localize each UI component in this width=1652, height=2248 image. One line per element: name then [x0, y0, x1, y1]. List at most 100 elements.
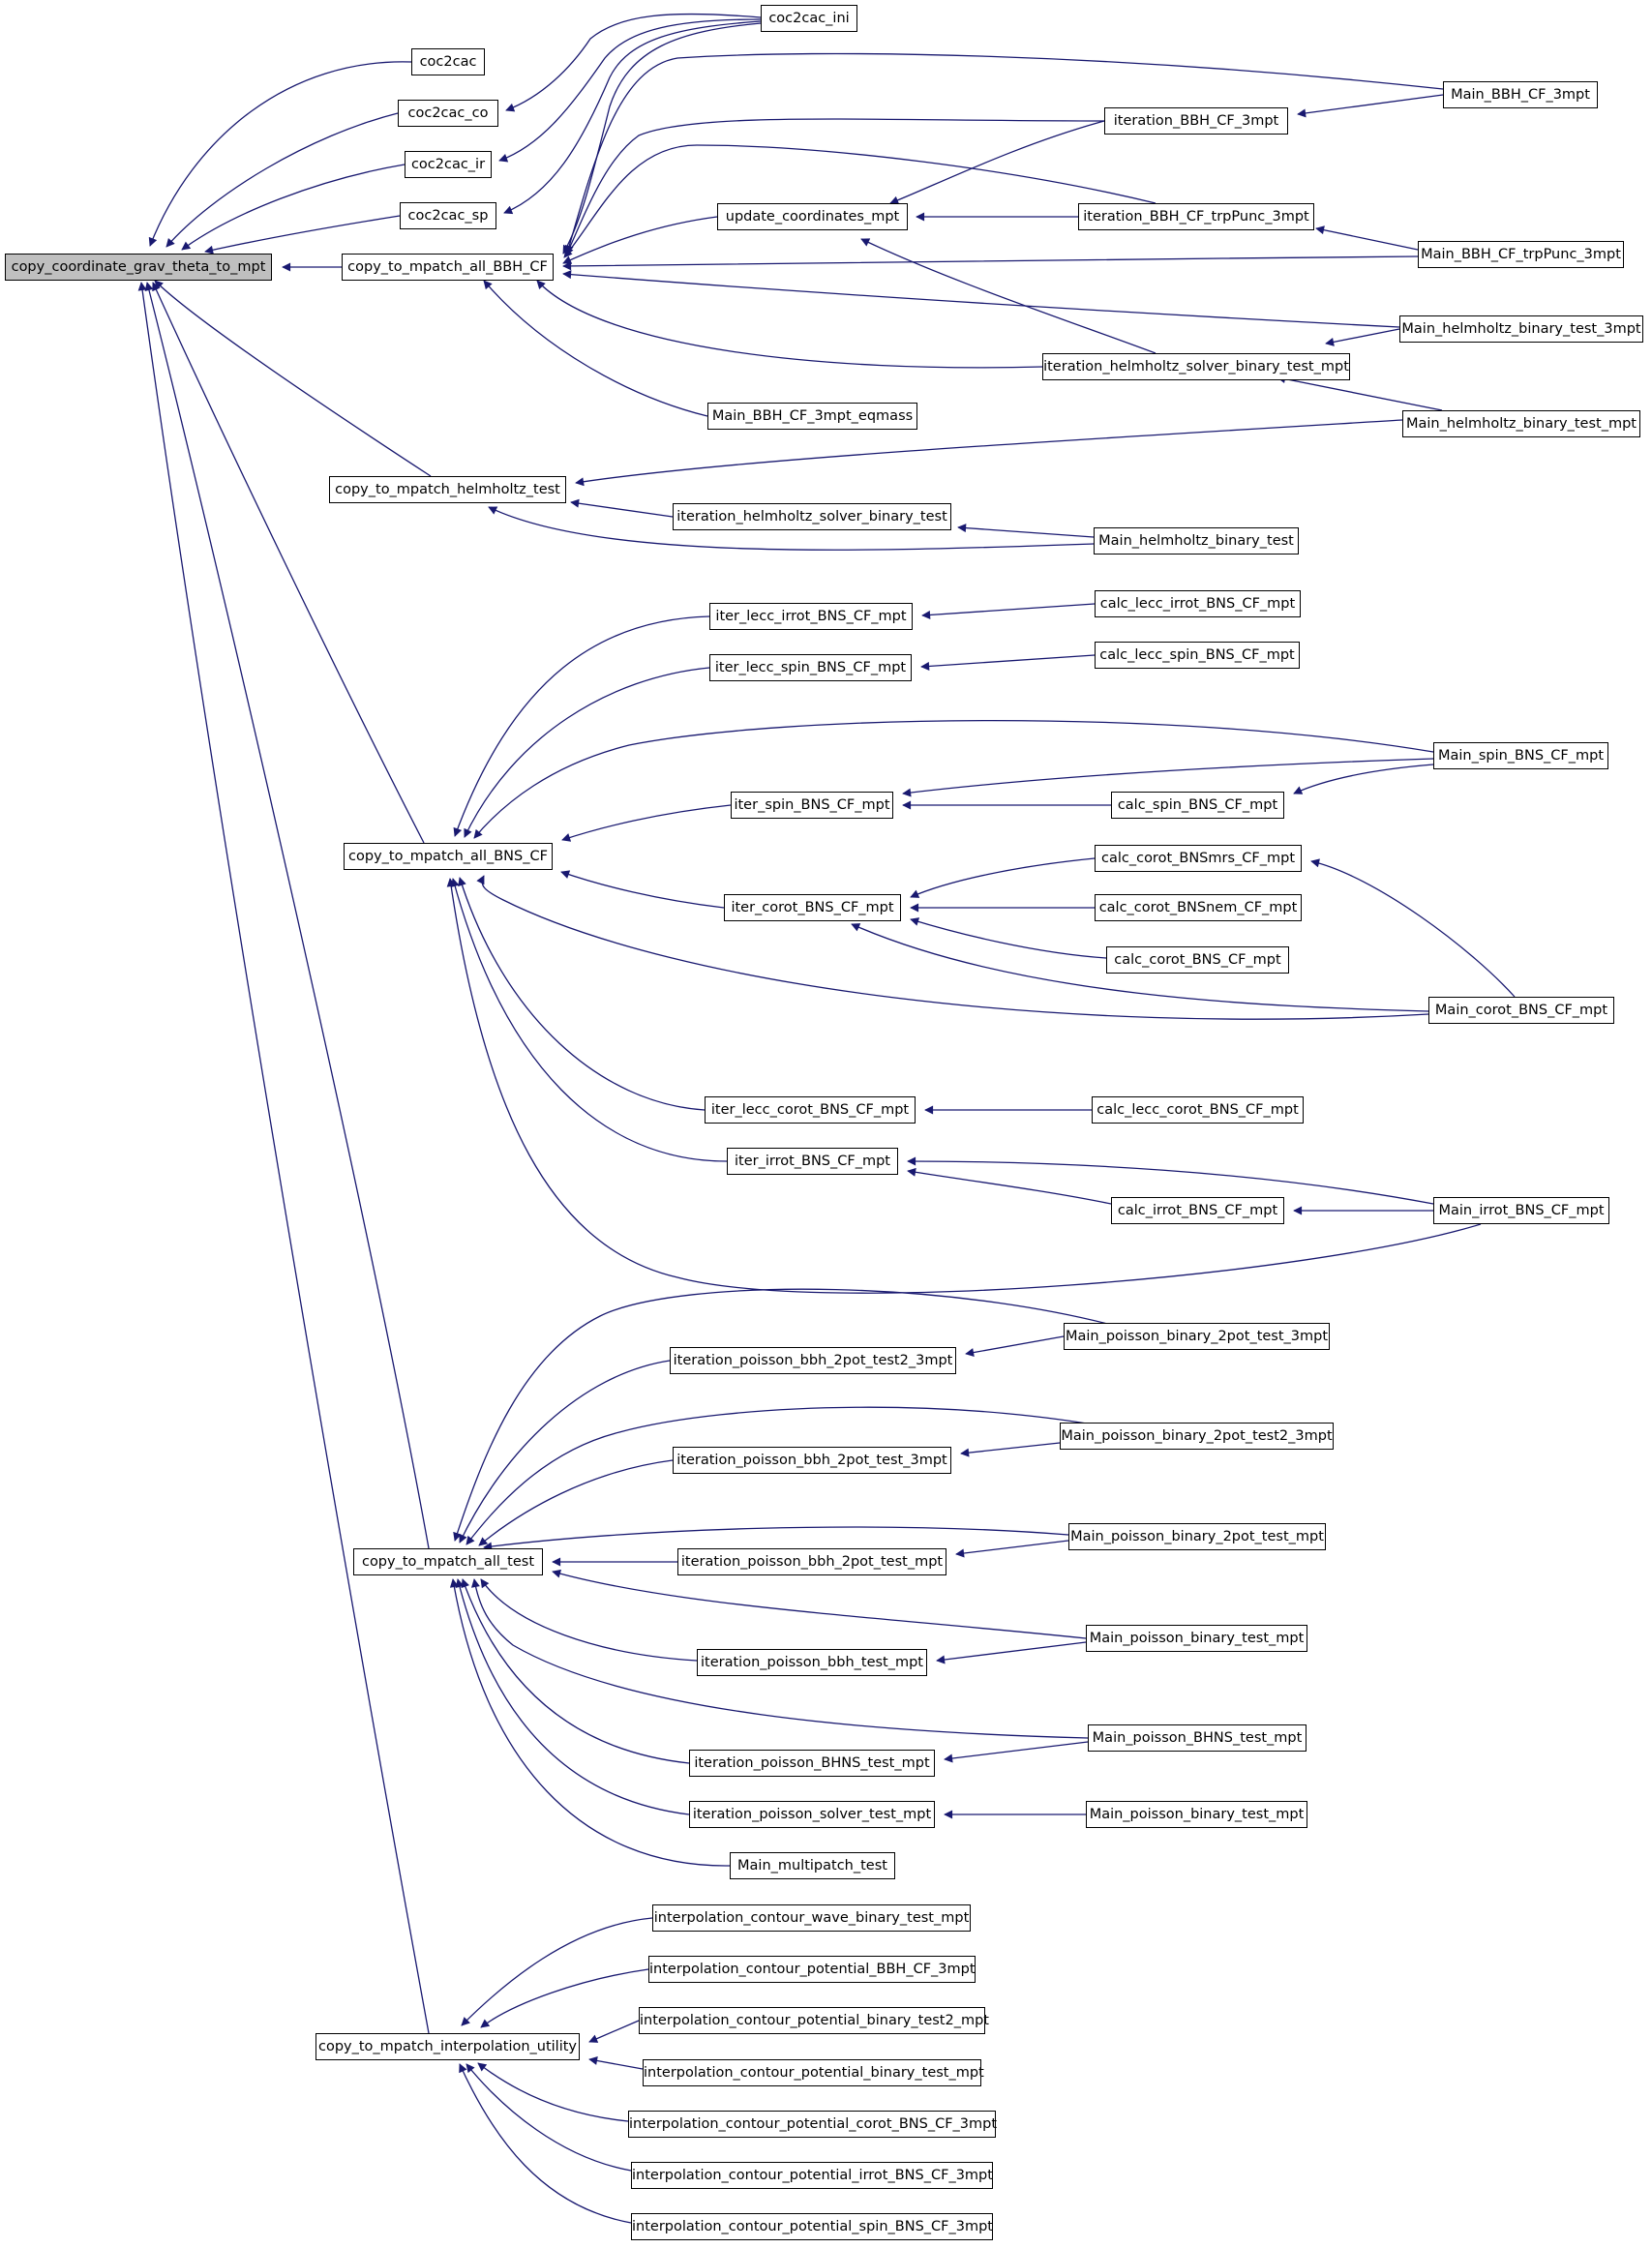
edge-maintrp-bbh	[562, 255, 1419, 271]
node-coc2cac-ini[interactable]: coc2cac_ini	[761, 5, 857, 32]
edge-mainpbhns-iterpbhns	[944, 1741, 1089, 1763]
node-interpolation-contour-wave-binary-test-mpt[interactable]: interpolation_contour_wave_binary_test_m…	[652, 1904, 971, 1932]
node-iteration-helmholtz-solver-binary-test[interactable]: iteration_helmholtz_solver_binary_test	[673, 503, 951, 530]
node-copy-to-mpatch-helmholtz-test[interactable]: copy_to_mpatch_helmholtz_test	[329, 476, 566, 503]
node-iteration-bbh-cf-3mpt[interactable]: iteration_BBH_CF_3mpt	[1104, 107, 1288, 135]
node-calc-corot-bnsmrs-cf-mpt[interactable]: calc_corot_BNSmrs_CF_mpt	[1095, 845, 1302, 872]
node-main-poisson-bhns-test-mpt[interactable]: Main_poisson_BHNS_test_mpt	[1088, 1724, 1307, 1752]
node-interpolation-contour-potential-binary-test-mpt[interactable]: interpolation_contour_potential_binary_t…	[643, 2059, 984, 2086]
edge-calcirrot-iterirrot	[907, 1167, 1112, 1205]
node-copy-to-mpatch-all-bbh-cf[interactable]: copy_to_mpatch_all_BBH_CF	[342, 254, 554, 281]
edge-coc2cac-sp-root	[204, 215, 401, 255]
edge-alltest-root	[144, 282, 430, 1549]
edge-icbin2-interputil	[588, 2020, 640, 2043]
node-interpolation-contour-potential-irrot-bns-cf-3mpt[interactable]: interpolation_contour_potential_irrot_BN…	[631, 2162, 993, 2189]
node-iteration-poisson-solver-test-mpt[interactable]: iteration_poisson_solver_test_mpt	[689, 1801, 935, 1828]
node-root[interactable]: copy_coordinate_grav_theta_to_mpt	[5, 254, 272, 281]
node-calc-irrot-bns-cf-mpt[interactable]: calc_irrot_BNS_CF_mpt	[1111, 1197, 1284, 1224]
edge-coc2cac-ini-co	[505, 13, 762, 112]
node-main-multipatch-test[interactable]: Main_multipatch_test	[730, 1852, 895, 1879]
edge-mainpbin-iterpbbh	[936, 1641, 1087, 1664]
edge-iter3mpt-update	[889, 120, 1105, 205]
node-interpolation-contour-potential-binary-test2-mpt[interactable]: interpolation_contour_potential_binary_t…	[639, 2007, 989, 2034]
edge-iter3mpt-bbh	[565, 118, 1105, 256]
edge-mainirrot-bnscf	[446, 878, 1482, 1294]
node-main-poisson-binary-2pot-test-mpt[interactable]: Main_poisson_binary_2pot_test_mpt	[1068, 1523, 1326, 1550]
edge-iccorot-interputil	[477, 2062, 629, 2122]
node-calc-spin-bns-cf-mpt[interactable]: calc_spin_BNS_CF_mpt	[1111, 792, 1284, 819]
node-main-bbh-cf-trppunc-3mpt[interactable]: Main_BBH_CF_trpPunc_3mpt	[1418, 241, 1624, 268]
edge-helmtest-root	[154, 280, 432, 477]
node-update-coordinates-mpt[interactable]: update_coordinates_mpt	[717, 203, 908, 230]
node-interpolation-contour-potential-corot-bns-cf-3mpt[interactable]: interpolation_contour_potential_corot_BN…	[628, 2111, 997, 2138]
node-coc2cac[interactable]: coc2cac	[411, 48, 485, 75]
node-interpolation-contour-potential-spin-bns-cf-3mpt[interactable]: interpolation_contour_potential_spin_BNS…	[631, 2213, 993, 2240]
node-iteration-bbh-cf-trppunc-3mpt[interactable]: iteration_BBH_CF_trpPunc_3mpt	[1078, 203, 1314, 230]
node-coc2cac-co[interactable]: coc2cac_co	[398, 100, 498, 127]
node-main-corot-bns-cf-mpt[interactable]: Main_corot_BNS_CF_mpt	[1428, 997, 1614, 1024]
edge-icbin-interputil	[588, 2056, 644, 2070]
node-iteration-poisson-bbh-test-mpt[interactable]: iteration_poisson_bbh_test_mpt	[697, 1649, 927, 1676]
edge-calccorotsmrs-itercorot	[910, 857, 1096, 898]
edge-iterhelm-helmtest	[570, 498, 674, 518]
edge-iterpbhns-alltest	[461, 1578, 690, 1764]
node-calc-lecc-corot-bns-cf-mpt[interactable]: calc_lecc_corot_BNS_CF_mpt	[1092, 1096, 1304, 1124]
node-calc-lecc-irrot-bns-cf-mpt[interactable]: calc_lecc_irrot_BNS_CF_mpt	[1095, 590, 1301, 617]
node-main-poisson-binary-test-mpt[interactable]: Main_poisson_binary_test_mpt	[1086, 1625, 1307, 1652]
node-iteration-poisson-bhns-test-mpt[interactable]: iteration_poisson_BHNS_test_mpt	[689, 1750, 935, 1777]
node-iteration-poisson-bbh-2pot-test-3mpt[interactable]: iteration_poisson_bbh_2pot_test_3mpt	[673, 1447, 951, 1474]
node-calc-corot-bnsnem-cf-mpt[interactable]: calc_corot_BNSnem_CF_mpt	[1095, 894, 1302, 921]
edge-mainp2potmpt-alltest	[483, 1526, 1069, 1551]
node-copy-to-mpatch-all-test[interactable]: copy_to_mpatch_all_test	[353, 1548, 543, 1575]
edge-coc2cac-co-root	[165, 112, 399, 248]
edge-icspin-interputil	[459, 2063, 632, 2224]
node-calc-corot-bns-cf-mpt[interactable]: calc_corot_BNS_CF_mpt	[1106, 946, 1289, 974]
edge-mainhelm-iterhelm	[957, 524, 1095, 538]
node-main-poisson-binary-test-mpt-2[interactable]: Main_poisson_binary_test_mpt	[1086, 1801, 1307, 1828]
edge-mainhelm3-bbh	[562, 270, 1400, 328]
edge-maincorot-bnscf	[476, 875, 1429, 1020]
edge-coc2cac-ini-ir	[498, 18, 762, 163]
node-main-poisson-binary-2pot-test2-3mpt[interactable]: Main_poisson_binary_2pot_test2_3mpt	[1060, 1423, 1334, 1450]
node-iteration-poisson-bbh-2pot-test2-3mpt[interactable]: iteration_poisson_bbh_2pot_test2_3mpt	[670, 1347, 956, 1374]
node-copy-to-mpatch-interpolation-utility[interactable]: copy_to_mpatch_interpolation_utility	[315, 2033, 580, 2060]
edge-mainmulti-alltest	[449, 1578, 731, 1867]
edge-iterspin-bnscf	[561, 804, 732, 842]
node-main-irrot-bns-cf-mpt[interactable]: Main_irrot_BNS_CF_mpt	[1433, 1197, 1609, 1224]
node-main-poisson-binary-2pot-test-3mpt[interactable]: Main_poisson_binary_2pot_test_3mpt	[1064, 1323, 1330, 1350]
edge-eqmass-bbh	[483, 280, 708, 417]
node-copy-to-mpatch-all-bns-cf[interactable]: copy_to_mpatch_all_BNS_CF	[344, 843, 553, 870]
edge-iterp23-alltest	[478, 1459, 674, 1546]
edge-mainpbhns-alltest	[470, 1578, 1089, 1739]
node-main-bbh-cf-3mpt[interactable]: Main_BBH_CF_3mpt	[1443, 81, 1598, 108]
edge-iterpbbh-alltest	[480, 1578, 698, 1662]
node-iter-lecc-corot-bns-cf-mpt[interactable]: iter_lecc_corot_BNS_CF_mpt	[705, 1096, 916, 1124]
node-iter-lecc-irrot-bns-cf-mpt[interactable]: iter_lecc_irrot_BNS_CF_mpt	[709, 603, 913, 630]
node-main-bbh-cf-3mpt-eqmass[interactable]: Main_BBH_CF_3mpt_eqmass	[707, 403, 917, 430]
node-coc2cac-sp[interactable]: coc2cac_sp	[400, 202, 496, 229]
edge-mainhelm3-iterhelm	[1325, 328, 1400, 346]
edge-calcleccspin-iterleccspin	[920, 654, 1096, 671]
node-iter-irrot-bns-cf-mpt[interactable]: iter_irrot_BNS_CF_mpt	[727, 1148, 898, 1175]
node-main-helmholtz-binary-test-3mpt[interactable]: Main_helmholtz_binary_test_3mpt	[1399, 315, 1643, 343]
node-iteration-poisson-bbh-2pot-test-mpt[interactable]: iteration_poisson_bbh_2pot_test_mpt	[677, 1548, 946, 1575]
edge-itercorot-bnscf	[560, 870, 725, 909]
edge-mainpbin-alltest	[552, 1569, 1087, 1639]
edge-mainspin-iterspin	[902, 758, 1434, 797]
edge-maincorot-itercorot	[851, 923, 1429, 1012]
node-iter-lecc-spin-bns-cf-mpt[interactable]: iter_lecc_spin_BNS_CF_mpt	[709, 654, 912, 681]
node-iteration-helmholtz-solver-binary-test-mpt[interactable]: iteration_helmholtz_solver_binary_test_m…	[1042, 353, 1350, 380]
node-iter-spin-bns-cf-mpt[interactable]: iter_spin_BNS_CF_mpt	[731, 792, 893, 819]
node-calc-lecc-spin-bns-cf-mpt[interactable]: calc_lecc_spin_BNS_CF_mpt	[1095, 642, 1300, 669]
node-iter-corot-bns-cf-mpt[interactable]: iter_corot_BNS_CF_mpt	[724, 894, 901, 921]
edge-icwave-interputil	[461, 1917, 653, 2026]
node-main-spin-bns-cf-mpt[interactable]: Main_spin_BNS_CF_mpt	[1433, 742, 1608, 769]
edge-interputil-root	[137, 282, 430, 2034]
edge-mainspin-bnscf	[473, 719, 1434, 839]
node-coc2cac-ir[interactable]: coc2cac_ir	[405, 151, 492, 178]
node-interpolation-contour-potential-bbh-cf-3mpt[interactable]: interpolation_contour_potential_BBH_CF_3…	[648, 1956, 976, 1983]
node-main-helmholtz-binary-test[interactable]: Main_helmholtz_binary_test	[1094, 527, 1299, 555]
edge-mainp2potmpt-iterp2mpt	[955, 1540, 1069, 1558]
edge-mainhelmmpt-iterhelm	[1277, 375, 1443, 411]
node-main-helmholtz-binary-test-mpt[interactable]: Main_helmholtz_binary_test_mpt	[1402, 410, 1640, 437]
